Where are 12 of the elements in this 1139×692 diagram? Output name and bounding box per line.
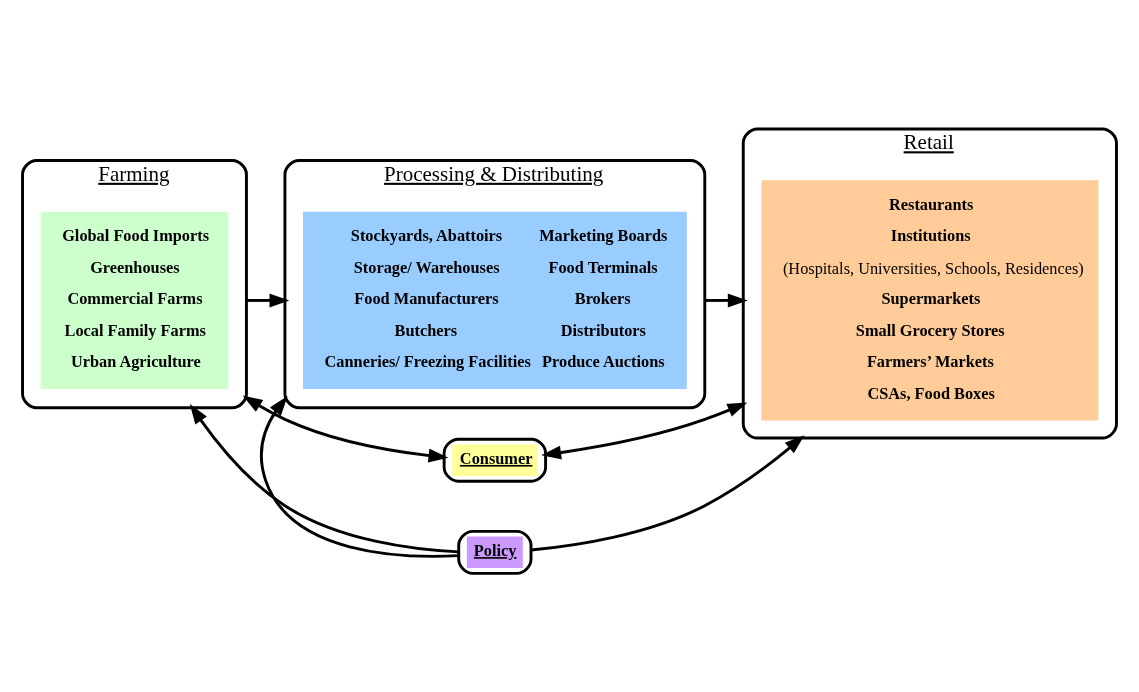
arrow (259, 395, 459, 558)
arrow (246, 293, 290, 307)
arrow (189, 403, 459, 553)
node-box: Stockyards, Abattoirs Marketing Boards Storage/ Warehouses Food Terminals Food Manufacturers Brokers Butchers Distributors Canneries/ Freezing Facilities Produce Auctions (303, 211, 687, 389)
node-box: Policy (457, 529, 533, 575)
arrow (704, 293, 748, 307)
arrow (242, 394, 449, 462)
arrow (541, 401, 748, 459)
node-box: Restaurants Institutions (Hospitals, Universities, Schools, Residences) Supermarkets Small Grocery Stores Farmers’ Markets CSAs, Food Boxes (761, 179, 1099, 421)
arrow (531, 434, 805, 551)
node-box: Consumer (442, 437, 548, 483)
node-box: Global Food Imports Greenhouses Commercial Farms Local Family Farms Urban Agriculture (40, 211, 229, 389)
